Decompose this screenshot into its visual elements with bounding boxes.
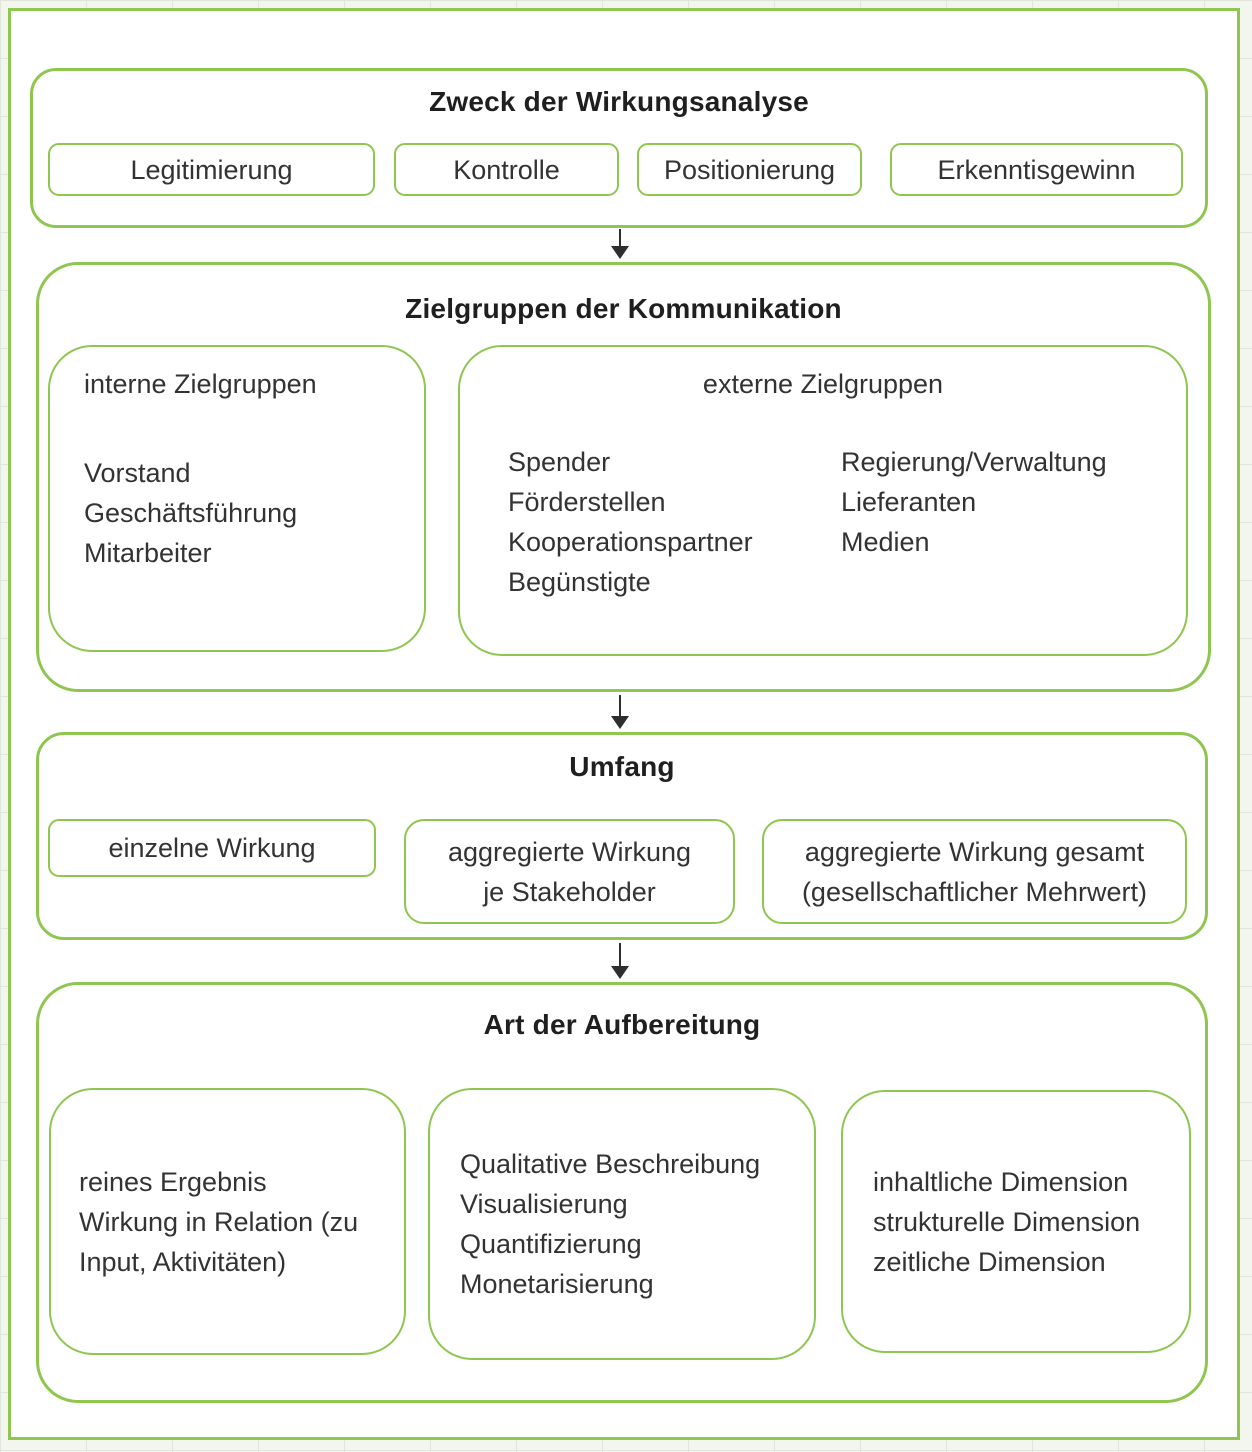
externe-column-2: Regierung/Verwaltung Lieferanten Medien [841, 442, 1107, 562]
group-interne-zielgruppen: interne Zielgruppen Vorstand Geschäftsfü… [48, 345, 426, 652]
box-line: Input, Aktivitäten) [79, 1246, 287, 1277]
item-positionierung: Positionierung [637, 143, 862, 196]
item-erkenntisgewinn: Erkenntisgewinn [890, 143, 1183, 196]
box-darstellungsformen: Qualitative Beschreibung Visualisierung … [428, 1088, 816, 1360]
box-line: strukturelle Dimension [873, 1206, 1141, 1237]
flow-arrow-3 [611, 943, 629, 979]
arrow-shaft [619, 229, 621, 248]
item-line: aggregierte Wirkung [447, 836, 692, 867]
list-item: Spender [508, 447, 611, 477]
box-line: Visualisierung [460, 1189, 628, 1219]
box-line: zeitliche Dimension [873, 1246, 1106, 1277]
box-line: Monetarisierung [460, 1269, 654, 1299]
item-aggregierte-wirkung-je-stakeholder: aggregierte Wirkung je Stakeholder [404, 819, 735, 924]
group-externe-zielgruppen: externe Zielgruppen Spender Förderstelle… [458, 345, 1188, 656]
list-item: Mitarbeiter [84, 538, 212, 568]
item-line: je Stakeholder [483, 876, 656, 907]
list-item: Medien [841, 527, 930, 557]
arrow-head-icon [611, 246, 629, 259]
item-legitimierung: Legitimierung [48, 143, 375, 196]
box-line: Quantifizierung [460, 1229, 642, 1259]
list-item: Förderstellen [508, 487, 666, 517]
list-item: Begünstigte [508, 567, 651, 597]
section-title: Art der Aufbereitung [483, 1009, 761, 1040]
list-item: Lieferanten [841, 487, 977, 517]
arrow-shaft [619, 695, 621, 718]
arrow-head-icon [611, 966, 629, 979]
list-item: Regierung/Verwaltung [841, 447, 1107, 477]
section-zweck-der-wirkungsanalyse: Zweck der Wirkungsanalyse Legitimierung … [30, 68, 1208, 228]
list-item: Vorstand [84, 458, 191, 488]
box-line: Wirkung in Relation (zu [79, 1206, 359, 1237]
box-ergebnis-relation: reines Ergebnis Wirkung in Relation (zu … [49, 1088, 406, 1355]
group-title: interne Zielgruppen [84, 369, 317, 399]
item-einzelne-wirkung: einzelne Wirkung [48, 819, 376, 877]
arrow-shaft [619, 943, 621, 968]
box-dimensionen: inhaltliche Dimension strukturelle Dimen… [841, 1090, 1191, 1353]
box-line: reines Ergebnis [79, 1166, 267, 1197]
list-item: Geschäftsführung [84, 498, 298, 528]
interne-list: Vorstand Geschäftsführung Mitarbeiter [84, 453, 297, 573]
item-line: (gesellschaftlicher Mehrwert) [801, 876, 1148, 907]
arrow-head-icon [611, 716, 629, 729]
box-line: Qualitative Beschreibung [460, 1149, 761, 1179]
item-aggregierte-wirkung-gesamt: aggregierte Wirkung gesamt (gesellschaft… [762, 819, 1187, 924]
section-umfang: Umfang einzelne Wirkung aggregierte Wirk… [36, 732, 1208, 940]
list-item: Kooperationspartner [508, 527, 753, 557]
section-title: Zielgruppen der Kommunikation [405, 293, 842, 324]
section-art-der-aufbereitung: Art der Aufbereitung reines Ergebnis Wir… [36, 982, 1208, 1403]
externe-column-1: Spender Förderstellen Kooperationspartne… [508, 442, 753, 602]
flow-arrow-1 [611, 229, 629, 259]
section-title: Zweck der Wirkungsanalyse [429, 86, 809, 117]
box-line: inhaltliche Dimension [873, 1166, 1129, 1197]
group-title: externe Zielgruppen [702, 369, 944, 399]
item-line: aggregierte Wirkung gesamt [804, 836, 1145, 867]
item-kontrolle: Kontrolle [394, 143, 619, 196]
section-title: Umfang [569, 751, 675, 782]
flow-arrow-2 [611, 695, 629, 729]
section-zielgruppen-der-kommunikation: Zielgruppen der Kommunikation interne Zi… [36, 262, 1211, 692]
